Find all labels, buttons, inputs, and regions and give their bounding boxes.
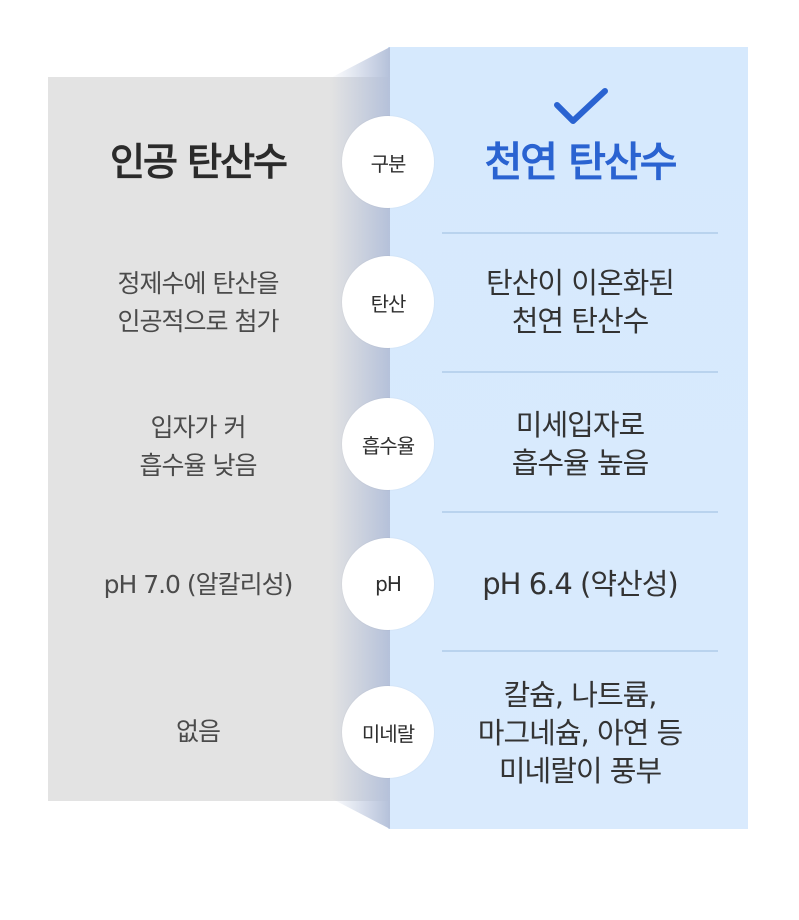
natural-absorption-text: 미세입자로 흡수율 높음 [511, 408, 650, 480]
row-divider [442, 232, 718, 234]
artificial-carbonation-text: 정제수에 탄산을 인공적으로 첨가 [117, 269, 280, 336]
row-divider [442, 511, 718, 513]
mineral-label-circle: 미네랄 [342, 686, 434, 778]
artificial-mineral-text: 없음 [175, 717, 221, 746]
checkmark-icon [554, 88, 608, 124]
natural-ph-text: pH 6.4 (약산성) [482, 567, 678, 601]
natural-carbonation-text: 탄산이 이온화된 천연 탄산수 [486, 266, 675, 338]
category-header-circle: 구분 [342, 116, 434, 208]
ph-label-circle: pH [342, 538, 434, 630]
row-divider [442, 650, 718, 652]
artificial-title: 인공 탄산수 [109, 140, 288, 184]
row-divider [442, 371, 718, 373]
artificial-absorption-text: 입자가 커 흡수율 낮음 [139, 413, 258, 480]
carbonation-label-circle: 탄산 [342, 256, 434, 348]
absorption-label-circle: 흡수율 [342, 398, 434, 490]
natural-title: 천연 탄산수 [484, 138, 678, 186]
artificial-ph-text: pH 7.0 (알칼리성) [103, 570, 294, 599]
natural-column-panel [388, 47, 748, 829]
natural-mineral-text: 칼슘, 나트륨, 마그네슘, 아연 등 미네랄이 풍부 [477, 678, 683, 788]
